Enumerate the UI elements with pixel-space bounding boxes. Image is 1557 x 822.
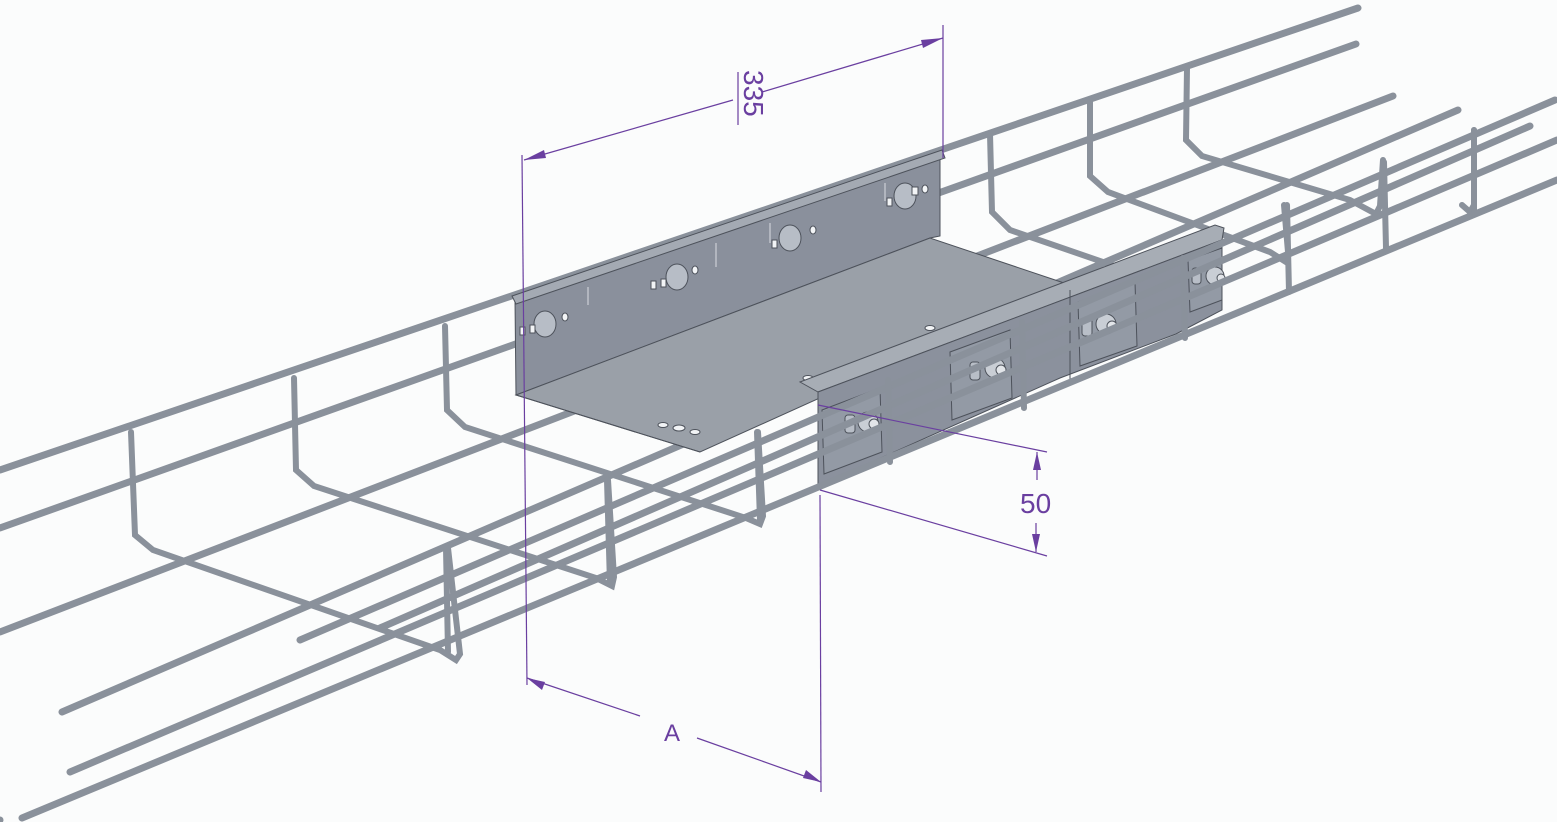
dimension-height-label: 50 [1020, 488, 1051, 519]
bracket-plate [511, 149, 1072, 453]
tray-front-posts [443, 127, 1477, 655]
dimension-height: 50 [817, 404, 1051, 557]
dimension-offset: A [526, 494, 822, 793]
wall-fastener [650, 263, 699, 291]
wall-fastener [771, 224, 817, 252]
dimension-offset-label: A [664, 720, 680, 747]
dimension-width-label: 335 [738, 70, 769, 117]
dimension-width: 335 [521, 25, 944, 686]
wall-fastener [886, 182, 929, 210]
tray-longitudinal-wires-front [0, 96, 1557, 822]
wall-fastener [519, 310, 569, 338]
